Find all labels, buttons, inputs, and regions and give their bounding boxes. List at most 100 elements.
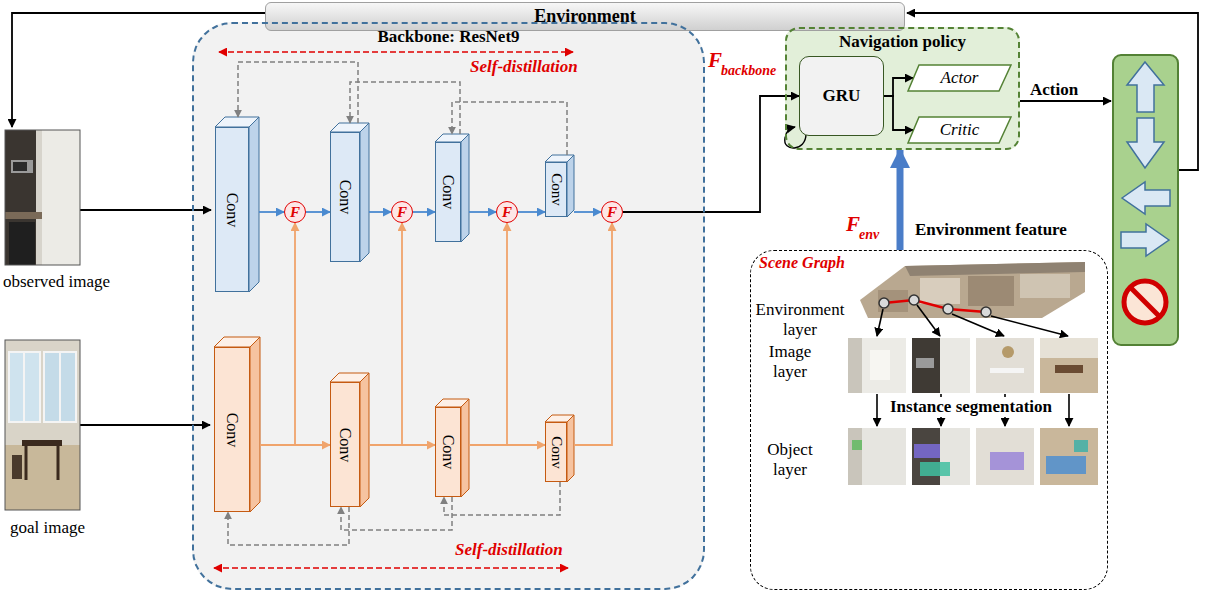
node-label: Actor (941, 68, 979, 88)
goal-image-part (9, 352, 40, 422)
conv-3d-faces (214, 117, 574, 512)
observed-image (5, 130, 80, 265)
connector (228, 507, 349, 545)
connector (897, 150, 904, 250)
image-layer-thumbnails-part (990, 368, 1024, 373)
object-layer-thumbnails-part (912, 428, 970, 485)
distillation-label: Self-distillation (455, 540, 563, 560)
backbone-panel (192, 22, 705, 590)
image-layer-thumbnails-part (940, 338, 970, 393)
observed-image-part (42, 130, 80, 265)
image-layer-thumbnails (848, 338, 1098, 393)
node-label: F (607, 205, 617, 220)
backbone-region: Backbone: ResNet9ConvConvConvConvFFFFCon… (192, 22, 705, 590)
connector (574, 211, 601, 213)
goal-image-part (44, 352, 76, 422)
house-model-part (909, 295, 919, 305)
node-label: Conv (224, 412, 240, 447)
observed-image-part (9, 222, 35, 265)
output-parallelogram: Actor (907, 64, 1012, 92)
goal-image-part (22, 440, 62, 446)
connector (369, 223, 402, 445)
layer-label: Object layer (758, 440, 822, 479)
parallelogram-shape (908, 117, 1011, 143)
action-arrow (1020, 100, 1111, 102)
house-model-part (920, 278, 960, 304)
layer-label: Image layer (758, 342, 822, 381)
object-layer-thumbnails-part (990, 452, 1024, 470)
action-panel-part (1122, 182, 1170, 214)
house-model-part (860, 262, 1085, 318)
node-label: F (397, 205, 407, 220)
connector (259, 211, 284, 213)
image-layer-thumbnails-part (848, 338, 862, 393)
house-model-part (879, 298, 889, 308)
gru-box: GRU (799, 56, 884, 136)
house-model (860, 262, 1085, 318)
house-model-part (943, 304, 953, 314)
node-label: Conv (440, 435, 456, 470)
fusion-circle: F (496, 201, 518, 223)
action-panel-part (1121, 224, 1169, 256)
node-label: Conv (440, 175, 456, 210)
block-side-face (461, 399, 469, 497)
connector (238, 62, 358, 123)
block-side-face (567, 155, 574, 217)
block-side-face (249, 117, 259, 292)
object-layer-thumbnails-part (976, 428, 1034, 485)
object-layer-thumbnails-part (940, 428, 970, 485)
image-caption: observed image (3, 272, 110, 292)
connector (469, 211, 496, 213)
house-model-part (884, 300, 986, 312)
image-caption: goal image (10, 518, 85, 538)
connector (413, 211, 435, 213)
object-layer-thumbnails-part (852, 440, 862, 450)
connector (884, 78, 913, 96)
house-model-part (981, 307, 991, 317)
observed-image-part (13, 162, 27, 171)
layer-arrows-part (917, 305, 940, 336)
connector (452, 102, 567, 155)
layer-arrows-part (1068, 394, 1070, 426)
feature-symbol: F (846, 212, 860, 236)
connector (444, 482, 560, 515)
connector (260, 223, 295, 445)
connector (623, 96, 799, 212)
arrow-label: Environment feature (915, 220, 1067, 240)
observed-image-part (11, 160, 33, 173)
object-layer-thumbnails-part (1074, 440, 1088, 452)
block-side-face (250, 337, 260, 512)
conv-block: Conv (214, 347, 250, 512)
distillation-label: Self-distillation (470, 57, 578, 77)
goal-image-part (12, 455, 22, 479)
arrow-label: Action (1030, 80, 1078, 100)
node-label: Backbone: ResNet9 (377, 27, 519, 47)
action-panel-part (1124, 281, 1166, 323)
goal-image-part (59, 352, 61, 422)
feature-symbol: F (708, 48, 722, 72)
connector (574, 223, 612, 445)
object-layer-thumbnails (848, 428, 1098, 485)
action-panel (1113, 55, 1178, 345)
observed-image-part (5, 212, 42, 219)
object-layer-thumbnails-part (914, 444, 940, 458)
layer-arrows-part (876, 394, 878, 426)
node-label: Conv (224, 192, 240, 227)
object-layer-thumbnails-part (848, 428, 906, 485)
block-side-face (360, 373, 369, 507)
feature-subscript: env (859, 227, 879, 243)
image-layer-thumbnails-part (1002, 346, 1014, 358)
distill-arrow (214, 567, 568, 569)
connector (884, 96, 913, 130)
conv-block: Conv (330, 382, 360, 507)
goal-image-part (5, 340, 80, 510)
image-layer-thumbnails-part (1040, 338, 1098, 358)
image-layer-thumbnails-part (916, 358, 934, 368)
fusion-circle: F (391, 201, 413, 223)
fusion-circle: F (601, 201, 623, 223)
conv-block: Conv (545, 162, 567, 217)
goal-image-part (25, 446, 28, 480)
action-panel-part (1130, 287, 1160, 317)
